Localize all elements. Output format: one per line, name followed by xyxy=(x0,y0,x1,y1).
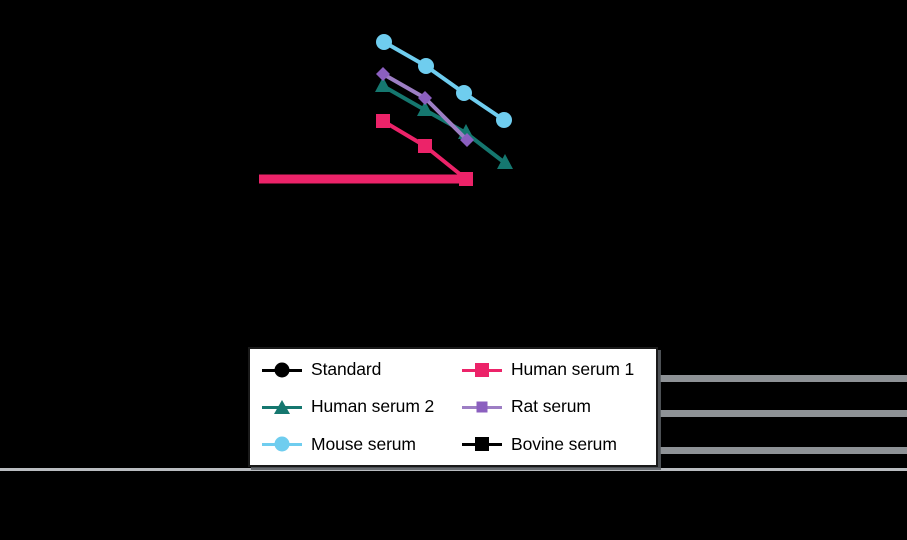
series-mouse-serum-marker xyxy=(496,112,512,128)
baseline-rule xyxy=(0,468,907,471)
series-rat-serum-marker xyxy=(376,67,390,81)
plot-area xyxy=(259,34,513,186)
series-human-serum-2-marker xyxy=(375,77,391,92)
legend-label-human-serum-2: Human serum 2 xyxy=(311,396,435,417)
legend-entry-human-serum-1[interactable]: Human serum 1 xyxy=(456,359,656,380)
legend-key-rat-serum-icon xyxy=(462,397,502,417)
legend-key-human-serum-1-icon xyxy=(462,360,502,380)
series-mouse-serum-marker xyxy=(376,34,392,50)
series-human-serum-1-marker xyxy=(459,172,473,186)
legend-entry-rat-serum[interactable]: Rat serum xyxy=(456,396,656,417)
series-mouse-serum-marker xyxy=(418,58,434,74)
series-rat-serum-marker xyxy=(418,91,432,105)
legend-key-standard-icon xyxy=(262,360,302,380)
series-human-serum-2-marker xyxy=(417,101,433,116)
legend-entry-mouse-serum[interactable]: Mouse serum xyxy=(256,434,456,455)
series-human-serum-2-line xyxy=(381,84,507,165)
series-rat-serum-marker xyxy=(460,133,474,147)
legend-key-mouse-serum-icon xyxy=(262,434,302,454)
legend-label-human-serum-1: Human serum 1 xyxy=(511,359,635,380)
legend-label-rat-serum: Rat serum xyxy=(511,396,591,417)
legend-entry-bovine-serum[interactable]: Bovine serum xyxy=(456,434,656,455)
legend-entry-human-serum-2[interactable]: Human serum 2 xyxy=(256,396,456,417)
series-mouse-serum-marker xyxy=(456,85,472,101)
chart-legend: Standard Human serum 1 Human serum 2 xyxy=(248,347,658,467)
side-rule xyxy=(660,447,907,454)
legend-label-mouse-serum: Mouse serum xyxy=(311,433,416,454)
series-human-serum-1-marker xyxy=(376,114,390,128)
side-rule xyxy=(660,375,907,382)
legend-key-human-serum-2-icon xyxy=(262,397,302,417)
legend-entry-standard[interactable]: Standard xyxy=(256,359,456,380)
legend-label-standard: Standard xyxy=(311,359,382,380)
series-mouse-serum-line xyxy=(382,40,506,122)
legend-label-bovine-serum: Bovine serum xyxy=(511,433,617,454)
side-rule xyxy=(660,410,907,417)
series-human-serum-1-marker xyxy=(418,139,432,153)
series-human-serum-2-marker xyxy=(497,154,513,169)
plot-svg xyxy=(259,34,513,186)
legend-key-bovine-serum-icon xyxy=(462,434,502,454)
